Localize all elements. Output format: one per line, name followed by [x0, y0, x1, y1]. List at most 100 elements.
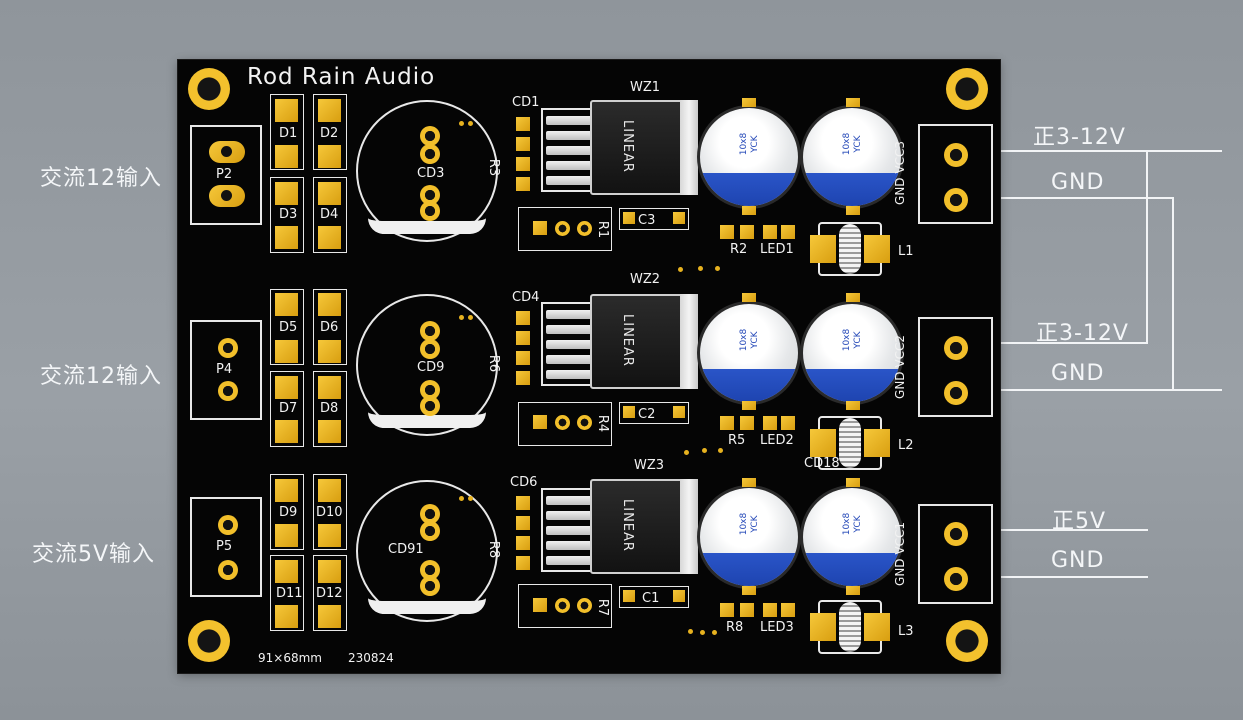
cap-tab	[846, 206, 860, 215]
d2-pad	[318, 145, 341, 168]
pcb-board: Rod Rain Audio 91×68mm 230824 P2 D1 D2 D…	[178, 60, 1000, 673]
c3-footprint	[619, 208, 689, 230]
wz2-pin	[546, 340, 594, 349]
d12-pad	[318, 605, 341, 628]
cd6-pad	[516, 556, 530, 570]
r4-label: R4	[595, 414, 611, 433]
regulator-wz2: LINEAR	[590, 294, 698, 389]
output-connector-vcc2	[918, 317, 993, 417]
wz2-pin	[546, 370, 594, 379]
input-label-2: 交流12输入	[40, 364, 162, 389]
wire-out1-pos-drop	[1146, 150, 1148, 343]
inductor-coil	[839, 418, 861, 468]
led1-pad	[781, 225, 795, 239]
c2-pad	[623, 406, 635, 418]
d2-outline	[313, 94, 347, 170]
wz3-pin	[546, 556, 594, 565]
bulk-cap-cd3-outline	[356, 100, 498, 242]
capacitor-10x8: 10x8 YCK	[700, 488, 798, 586]
d4-label: D4	[320, 207, 339, 222]
d2-label: D2	[320, 126, 339, 141]
bulk-cap-cd91-polarity-bar	[368, 598, 486, 614]
led2-pad	[763, 416, 777, 430]
wz3-pin	[546, 541, 594, 550]
connector-p2: P2	[190, 125, 262, 225]
d11-pad	[275, 605, 298, 628]
c1-pad	[623, 590, 635, 602]
d5-label: D5	[279, 320, 298, 335]
wz2-pin	[546, 325, 594, 334]
d12-label: D12	[316, 586, 343, 601]
l3-pad	[864, 613, 890, 641]
d9-label: D9	[279, 505, 298, 520]
wire-out3-gnd	[1000, 576, 1148, 578]
wire-out1-gnd	[1000, 197, 1174, 199]
d10-outline	[313, 474, 347, 550]
connector-p4: P4	[190, 320, 262, 420]
cd9-pad	[420, 339, 440, 359]
d4-pad	[318, 226, 341, 249]
c1-footprint	[619, 586, 689, 608]
via	[684, 450, 689, 455]
d6-pad	[318, 293, 341, 316]
d4-outline	[313, 177, 347, 253]
inductor-coil	[839, 224, 861, 274]
d3-pad	[275, 182, 298, 205]
c1-pad	[673, 590, 685, 602]
led2-pad	[781, 416, 795, 430]
c3-pad	[673, 212, 685, 224]
led3-pad	[781, 603, 795, 617]
d7-pad	[275, 420, 298, 443]
r4-footprint	[518, 402, 612, 446]
d4-pad	[318, 182, 341, 205]
d3-pad	[275, 226, 298, 249]
d12-outline	[313, 555, 347, 631]
cd6-label: CD6	[510, 475, 538, 490]
via	[468, 496, 473, 501]
r1-pad	[555, 221, 570, 236]
r1-pad	[533, 221, 547, 235]
cd6-pad	[516, 536, 530, 550]
led1-pad	[763, 225, 777, 239]
cap-tab	[846, 586, 860, 595]
cd18-label: CD18	[804, 456, 840, 471]
vcc2-label: GND VCC2	[892, 335, 907, 399]
wz2-pin	[546, 355, 594, 364]
cd1-pad	[516, 137, 530, 151]
d7-pad	[275, 376, 298, 399]
wire-out1-pos	[1000, 150, 1222, 152]
wire-out2-gnd	[1000, 389, 1222, 391]
r4-pad	[577, 415, 592, 430]
d9-outline	[270, 474, 304, 550]
d7-label: D7	[279, 401, 298, 416]
d5-pad	[275, 340, 298, 363]
connector-p5: P5	[190, 497, 262, 597]
r4-pad	[533, 415, 547, 429]
d10-pad	[318, 524, 341, 547]
mounting-hole	[946, 620, 988, 662]
r7-pad	[577, 598, 592, 613]
p4-label: P4	[216, 362, 233, 377]
cd91-pad	[420, 560, 440, 580]
r1-label: R1	[595, 220, 611, 239]
via	[718, 448, 723, 453]
cd6-pad	[516, 516, 530, 530]
r7-footprint	[518, 584, 612, 628]
via	[715, 266, 720, 271]
wz3-pin	[546, 511, 594, 520]
r8-label: R8	[726, 620, 744, 635]
l3-label: L3	[898, 624, 914, 639]
wz3-pin	[546, 496, 594, 505]
d1-outline	[270, 94, 304, 170]
capacitor-10x8: 10x8 YCK	[803, 304, 901, 402]
d6-outline	[313, 289, 347, 365]
wz1-label: WZ1	[630, 80, 661, 95]
cd3-pad	[420, 201, 440, 221]
via	[698, 266, 703, 271]
via	[459, 315, 464, 320]
led2-label: LED2	[760, 433, 794, 448]
cap-tab	[846, 401, 860, 410]
l2-pad	[810, 429, 836, 457]
wz1-pin	[546, 161, 594, 170]
wz2-label: WZ2	[630, 272, 661, 287]
